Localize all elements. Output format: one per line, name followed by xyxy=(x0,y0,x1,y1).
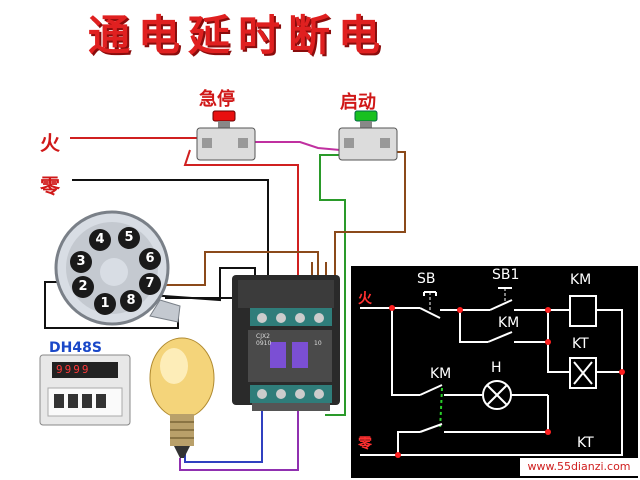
timer-module xyxy=(39,354,131,426)
km-load-label: KM xyxy=(430,366,452,382)
socket-pin-2: 2 xyxy=(72,276,94,298)
socket-pin-6: 6 xyxy=(139,248,161,270)
socket-pin-7: 7 xyxy=(139,273,161,295)
kt-nc-contact xyxy=(419,423,443,433)
sb-label: SB xyxy=(417,271,436,287)
socket-pin-4: 4 xyxy=(89,229,111,251)
schematic-live-label: 火 xyxy=(358,291,372,307)
socket-brown-wire xyxy=(165,251,319,290)
contactor xyxy=(232,275,340,411)
contactor-rating: 10 xyxy=(314,340,322,347)
neutral-wire xyxy=(72,179,269,300)
sb-switch xyxy=(419,291,441,319)
socket-pin-8: 8 xyxy=(120,290,142,312)
estop-contactor-wire xyxy=(183,149,299,295)
kt-coil-label: KT xyxy=(572,336,589,352)
socket-pin-3: 3 xyxy=(70,251,92,273)
linkage-dash xyxy=(439,387,443,431)
contactor-code: 0910 xyxy=(256,340,272,347)
page-title: 通电延时断电 xyxy=(88,11,389,60)
km-coil xyxy=(569,295,597,327)
km-coil-label: KM xyxy=(570,272,592,288)
km-hold-contact xyxy=(487,331,513,343)
kt-contact-label: KT xyxy=(577,435,594,451)
neutral-label: 零 xyxy=(40,174,60,198)
timer-model-label: DH48S xyxy=(49,340,102,356)
sb1-label: SB1 xyxy=(492,267,520,283)
timer-display: 9999 xyxy=(56,363,91,376)
live-label: 火 xyxy=(40,131,60,155)
schematic-neutral-label: 零 xyxy=(358,436,372,452)
km-load-contact xyxy=(419,384,443,396)
socket-pin-5: 5 xyxy=(118,227,140,249)
socket-pin-1: 1 xyxy=(94,293,116,315)
start-green-wire xyxy=(319,154,350,416)
neutral-rail xyxy=(360,431,420,456)
website-watermark: www.55dianzi.com xyxy=(520,458,638,476)
light-bulb xyxy=(149,337,215,458)
start-brown-wire xyxy=(334,151,406,290)
km-hold-label: KM xyxy=(498,315,520,331)
lamp-label: H xyxy=(491,360,502,376)
lamp-purple-wire xyxy=(179,405,299,471)
contactor-model: CJX2 xyxy=(256,333,270,340)
estop-start-wire xyxy=(250,141,341,151)
estop-label: 急停 xyxy=(199,89,235,110)
estop-button[interactable] xyxy=(196,110,256,161)
start-button[interactable] xyxy=(338,110,398,161)
start-label: 启动 xyxy=(340,92,376,113)
sb1-switch xyxy=(489,287,513,311)
